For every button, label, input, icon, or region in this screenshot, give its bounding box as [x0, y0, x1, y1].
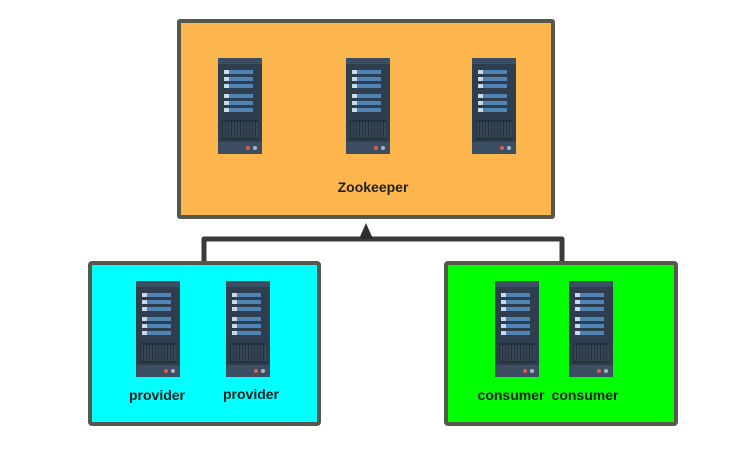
server-icon [218, 58, 262, 154]
arrow-head-icon [359, 223, 373, 239]
consumer-label: consumer [551, 387, 619, 403]
provider-label: provider [128, 387, 186, 403]
provider-group: provider provider [88, 261, 321, 426]
consumer-group: consumer consumer [444, 261, 678, 426]
server-icon [136, 281, 180, 377]
provider-label: provider [222, 386, 280, 402]
server-icon [226, 281, 270, 377]
server-icon [472, 58, 516, 154]
consumer-label: consumer [477, 387, 545, 403]
zookeeper-cluster: Zookeeper [177, 19, 555, 219]
zookeeper-label: Zookeeper [337, 179, 409, 195]
server-icon [569, 281, 613, 377]
server-icon [346, 58, 390, 154]
server-icon [495, 281, 539, 377]
